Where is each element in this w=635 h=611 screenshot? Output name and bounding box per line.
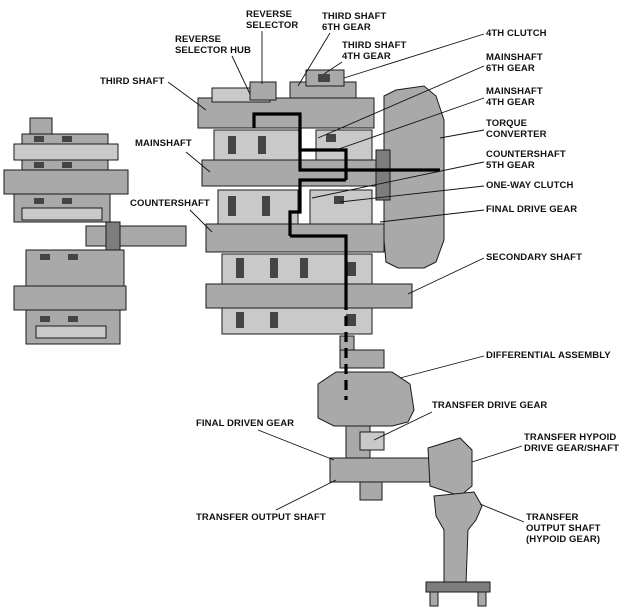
label-torque-converter: TORQUE CONVERTER (439, 118, 547, 140)
svg-text:COUNTERSHAFT: COUNTERSHAFT (130, 198, 210, 209)
label-mainshaft-6th-gear: MAINSHAFT 6TH GEAR (317, 52, 543, 139)
label-reverse-selector-hub: REVERSE SELECTOR HUB (175, 34, 251, 95)
svg-text:4TH GEAR: 4TH GEAR (486, 97, 535, 108)
svg-text:FINAL DRIVEN GEAR: FINAL DRIVEN GEAR (196, 418, 294, 429)
svg-text:MAINSHAFT: MAINSHAFT (135, 138, 192, 149)
svg-text:FINAL DRIVE GEAR: FINAL DRIVE GEAR (486, 204, 577, 215)
label-transfer-drive-gear: TRANSFER DRIVE GEAR (373, 400, 547, 441)
label-secondary-shaft: SECONDARY SHAFT (407, 252, 582, 295)
left-shaft-assembly (3, 117, 187, 345)
svg-text:SELECTOR: SELECTOR (246, 20, 298, 31)
svg-text:REVERSE: REVERSE (246, 9, 292, 20)
svg-text:SECONDARY SHAFT: SECONDARY SHAFT (486, 252, 582, 263)
label-countershaft-5th-gear: COUNTERSHAFT 5TH GEAR (311, 149, 566, 199)
svg-text:ONE-WAY CLUTCH: ONE-WAY CLUTCH (486, 180, 573, 191)
svg-text:MAINSHAFT: MAINSHAFT (486, 86, 543, 97)
svg-text:DRIVE GEAR/SHAFT: DRIVE GEAR/SHAFT (524, 443, 619, 454)
label-countershaft: COUNTERSHAFT (130, 198, 213, 233)
svg-text:TRANSFER: TRANSFER (526, 512, 579, 523)
svg-text:TRANSFER HYPOID: TRANSFER HYPOID (524, 432, 616, 443)
label-4th-clutch: 4TH CLUTCH (343, 28, 547, 79)
svg-text:TRANSFER DRIVE GEAR: TRANSFER DRIVE GEAR (432, 400, 547, 411)
svg-text:CONVERTER: CONVERTER (486, 129, 547, 140)
svg-text:(HYPOID GEAR): (HYPOID GEAR) (526, 534, 600, 545)
svg-text:COUNTERSHAFT: COUNTERSHAFT (486, 149, 566, 160)
svg-text:SELECTOR HUB: SELECTOR HUB (175, 45, 251, 56)
differential-transfer-part (317, 335, 491, 607)
label-final-drive-gear: FINAL DRIVE GEAR (379, 204, 577, 223)
label-third-shaft-4th-gear: THIRD SHAFT 4TH GEAR (323, 40, 407, 75)
svg-text:5TH GEAR: 5TH GEAR (486, 160, 535, 171)
label-transfer-output-shaft: TRANSFER OUTPUT SHAFT (196, 479, 337, 523)
svg-text:MAINSHAFT: MAINSHAFT (486, 52, 543, 63)
power-flow-path (252, 112, 440, 400)
label-one-way-clutch: ONE-WAY CLUTCH (339, 180, 573, 203)
label-differential-assembly: DIFFERENTIAL ASSEMBLY (399, 350, 611, 379)
svg-text:THIRD SHAFT: THIRD SHAFT (322, 11, 387, 22)
label-mainshaft: MAINSHAFT (135, 138, 211, 173)
svg-text:4TH CLUTCH: 4TH CLUTCH (486, 28, 547, 39)
label-mainshaft-4th-gear: MAINSHAFT 4TH GEAR (335, 86, 543, 151)
label-reverse-selector: REVERSE SELECTOR (246, 9, 298, 84)
svg-text:6TH GEAR: 6TH GEAR (486, 63, 535, 74)
svg-text:THIRD SHAFT: THIRD SHAFT (342, 40, 407, 51)
svg-text:DIFFERENTIAL ASSEMBLY: DIFFERENTIAL ASSEMBLY (486, 350, 611, 361)
svg-text:THIRD SHAFT: THIRD SHAFT (100, 76, 165, 87)
svg-text:TRANSFER OUTPUT SHAFT: TRANSFER OUTPUT SHAFT (196, 512, 326, 523)
svg-text:OUTPUT SHAFT: OUTPUT SHAFT (526, 523, 601, 534)
torque-converter-part (375, 85, 445, 269)
svg-text:TORQUE: TORQUE (486, 118, 527, 129)
svg-text:6TH GEAR: 6TH GEAR (322, 22, 371, 33)
label-transfer-hypoid-drive-gear-shaft: TRANSFER HYPOID DRIVE GEAR/SHAFT (471, 432, 619, 463)
label-third-shaft: THIRD SHAFT (100, 76, 207, 111)
label-transfer-output-shaft-hypoid-gear: TRANSFER OUTPUT SHAFT (HYPOID GEAR) (479, 503, 601, 545)
main-gearbox (197, 69, 413, 335)
label-third-shaft-6th-gear: THIRD SHAFT 6TH GEAR (297, 11, 387, 87)
svg-text:4TH GEAR: 4TH GEAR (342, 51, 391, 62)
label-final-driven-gear: FINAL DRIVEN GEAR (196, 418, 335, 461)
svg-text:REVERSE: REVERSE (175, 34, 221, 45)
